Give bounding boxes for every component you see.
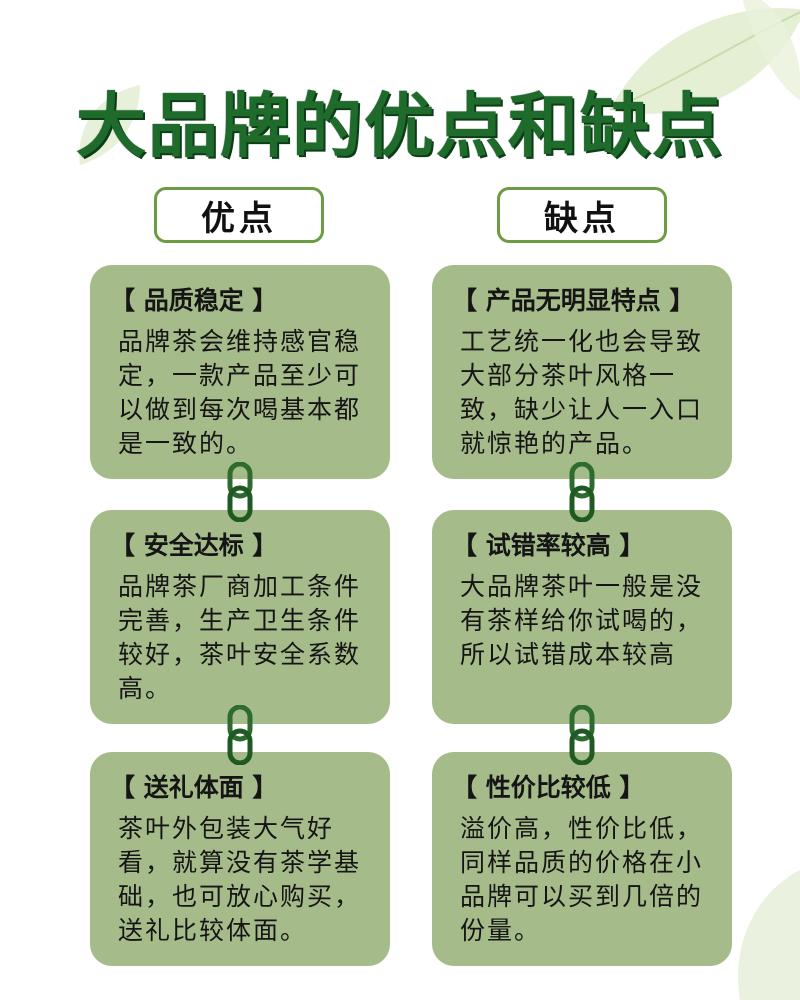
cons-header: 缺点 xyxy=(497,187,667,243)
con-card-trial-error: 【 试错率较高 】 大品牌茶叶一般是没有茶样给你试喝的，所以试错成本较高 xyxy=(432,510,732,724)
pro-card-body: 茶叶外包装大气好看，就算没有茶学基础，也可放心购买，送礼比较体面。 xyxy=(118,814,362,945)
chain-link-icon xyxy=(227,462,253,522)
con-card-value: 【 性价比较低 】 溢价高，性价比低，同样品质的价格在小品牌可以买到几倍的份量。 xyxy=(432,752,732,966)
chain-link-icon xyxy=(569,705,595,765)
pro-card-gift: 【 送礼体面 】 茶叶外包装大气好看，就算没有茶学基础，也可放心购买，送礼比较体… xyxy=(90,752,390,966)
chain-link-icon xyxy=(569,462,595,522)
pro-card-safety: 【 安全达标 】 品牌茶厂商加工条件完善，生产卫生条件较好，茶叶安全系数高。 xyxy=(90,510,390,724)
chain-link-icon xyxy=(227,705,253,765)
con-card-title: 【 性价比较低 】 xyxy=(452,773,645,802)
con-card-title: 【 产品无明显特点 】 xyxy=(452,286,695,315)
pro-card-body: 品牌茶会维持感官稳定，一款产品至少可以做到每次喝基本都是一致的。 xyxy=(118,327,362,458)
con-card-body: 溢价高，性价比低，同样品质的价格在小品牌可以买到几倍的份量。 xyxy=(460,814,704,945)
page-title: 大品牌的优点和缺点 xyxy=(76,85,724,167)
pro-card-title: 【 品质稳定 】 xyxy=(110,286,278,315)
pro-card-title: 【 送礼体面 】 xyxy=(110,773,278,802)
pro-card-body: 品牌茶厂商加工条件完善，生产卫生条件较好，茶叶安全系数高。 xyxy=(118,572,362,703)
pros-header: 优点 xyxy=(154,187,324,243)
con-card-no-feature: 【 产品无明显特点 】 工艺统一化也会导致大部分茶叶风格一致，缺少让人一入口就惊… xyxy=(432,265,732,479)
con-card-title: 【 试错率较高 】 xyxy=(452,531,645,560)
con-card-body: 大品牌茶叶一般是没有茶样给你试喝的，所以试错成本较高 xyxy=(460,572,704,669)
pro-card-quality: 【 品质稳定 】 品牌茶会维持感官稳定，一款产品至少可以做到每次喝基本都是一致的… xyxy=(90,265,390,479)
pro-card-title: 【 安全达标 】 xyxy=(110,531,278,560)
con-card-body: 工艺统一化也会导致大部分茶叶风格一致，缺少让人一入口就惊艳的产品。 xyxy=(460,327,704,458)
